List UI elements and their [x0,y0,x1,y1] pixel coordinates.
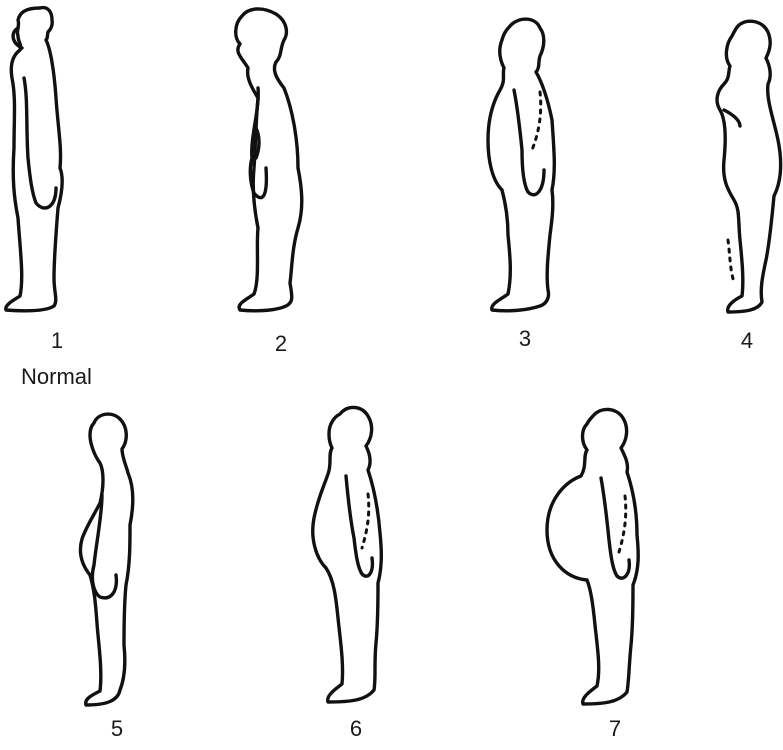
body-figure-3 [488,19,554,311]
figure-label-1: 1 [51,330,63,352]
figure-sublabel-normal: Normal [21,366,92,388]
figure-label-3: 3 [519,328,531,350]
figure-label-2: 2 [275,333,287,355]
figure-label-5: 5 [111,718,123,740]
figure-label-6: 6 [350,718,362,740]
body-figure-6 [313,407,382,702]
figure-label-4: 4 [741,330,753,352]
body-figure-7 [547,409,638,704]
figure-label-7: 7 [609,718,621,740]
body-figure-4 [717,21,781,312]
body-figure-5 [80,414,132,705]
body-figure-1 [6,8,62,311]
body-figure-2 [236,9,302,311]
